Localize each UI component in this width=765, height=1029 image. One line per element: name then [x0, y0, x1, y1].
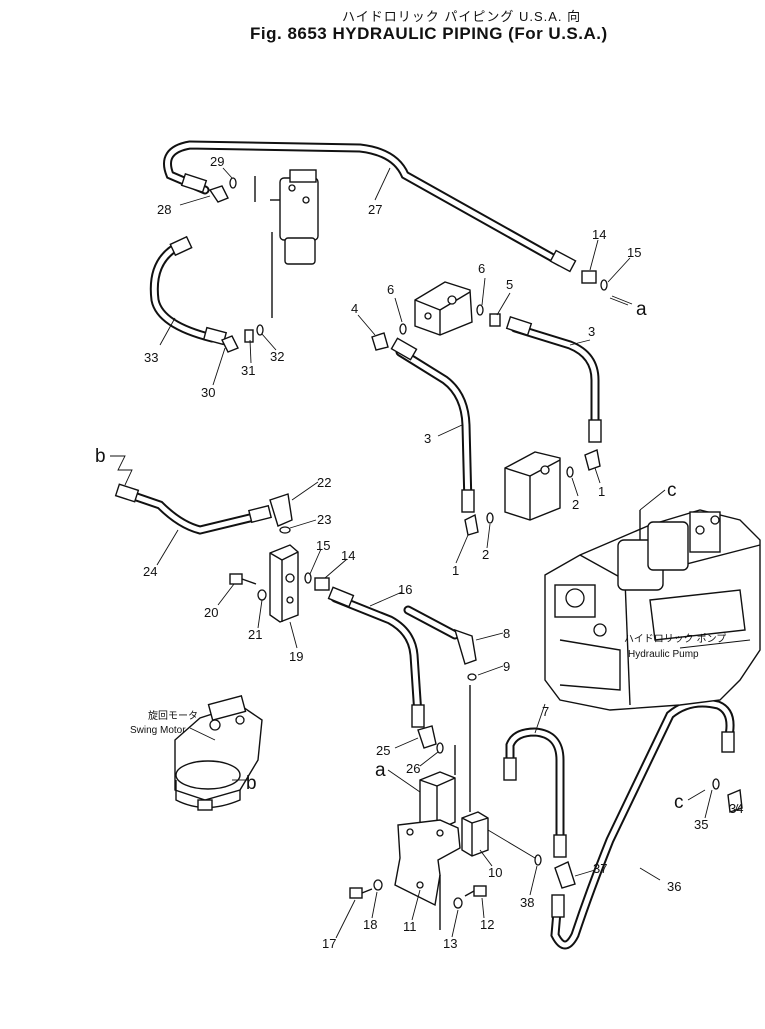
part-number: 4	[351, 301, 358, 316]
part-number: 19	[289, 649, 303, 664]
connection-letter: b	[95, 446, 106, 467]
part-number: 20	[204, 605, 218, 620]
hydraulic-pump-label-jp: ハイドロリック ポンプ	[624, 633, 726, 645]
part-number: 25	[376, 743, 390, 758]
valve-block-right	[504, 451, 561, 521]
figure-title-japanese: ハイドロリック パイピング U.S.A. 向	[342, 9, 582, 24]
pipe-16	[330, 593, 423, 720]
hydraulic-pump	[544, 509, 761, 711]
part-number: 9	[503, 659, 510, 674]
connection-letter: a	[375, 760, 386, 781]
part-number: 3	[424, 431, 431, 446]
part-number: 17	[322, 936, 336, 951]
swing-motor-label-jp: 旋回モータ	[148, 709, 198, 722]
part-number: 10	[488, 865, 502, 880]
part-number: 33	[144, 350, 158, 365]
part-number: 18	[363, 917, 377, 932]
part-number: 11	[403, 919, 417, 934]
pipe-3-upper	[510, 323, 600, 435]
figure-title: Fig. 8653 HYDRAULIC PIPING (For U.S.A.)	[250, 24, 608, 43]
pipe-33	[149, 240, 217, 343]
part-number: 12	[480, 917, 494, 932]
part-number: 2	[572, 497, 579, 512]
part-number: 13	[443, 936, 457, 951]
bracket-11	[394, 819, 461, 930]
part-number: 6	[478, 261, 485, 276]
part-number: 28	[157, 202, 171, 217]
swing-motor	[174, 695, 263, 811]
part-number: 1	[598, 484, 605, 499]
part-number: 5	[506, 277, 513, 292]
part-number: 22	[317, 475, 331, 490]
part-number: 35	[694, 817, 708, 832]
part-number: 37	[593, 861, 607, 876]
part-number: 38	[520, 895, 534, 910]
part-number: 34	[729, 801, 743, 816]
pipe-36	[550, 698, 735, 950]
connection-letter: a	[636, 299, 647, 320]
part-number: 3	[588, 324, 595, 339]
block-19	[269, 544, 299, 623]
part-number: 29	[210, 154, 224, 169]
part-number: 27	[368, 202, 382, 217]
pipe-8-tube	[403, 605, 460, 640]
part-number: 36	[667, 879, 681, 894]
leader-lines	[110, 167, 751, 939]
pipe-27	[163, 140, 565, 267]
part-number: 15	[627, 245, 641, 260]
upper-valve-body	[254, 169, 319, 318]
part-number: 15	[316, 538, 330, 553]
connection-letter: c	[667, 480, 677, 501]
part-number: 2	[482, 547, 489, 562]
block-10	[461, 685, 489, 857]
connection-letter: c	[674, 792, 684, 813]
hose-end-fittings	[114, 173, 735, 918]
part-number: 1	[452, 563, 459, 578]
part-number: 24	[143, 564, 157, 579]
connection-letters: a a b b c c	[95, 299, 684, 813]
part-number: 8	[503, 626, 510, 641]
hydraulic-pump-label: Hydraulic Pump	[628, 649, 699, 660]
part-number: 31	[241, 363, 255, 378]
part-number: 23	[317, 512, 331, 527]
part-number: 6	[387, 282, 394, 297]
part-number: 14	[341, 548, 355, 563]
valve-block-26	[419, 745, 456, 831]
part-number: 26	[406, 761, 420, 776]
center-valve-body	[414, 281, 473, 336]
pipe-3-lower	[395, 347, 473, 510]
part-number: 30	[201, 385, 215, 400]
part-number: 32	[270, 349, 284, 364]
part-number: 21	[248, 627, 262, 642]
small-fittings	[208, 177, 743, 909]
pipe-7	[505, 727, 565, 850]
part-number-callouts: 1 1 2 2 3 3 4 5 6 6 7 8 9 10 11 12 13 14…	[143, 154, 743, 951]
swing-motor-label: Swing Motor	[130, 725, 186, 736]
connection-letter: b	[246, 773, 257, 794]
pipe-24	[120, 488, 267, 535]
part-number: 14	[592, 227, 606, 242]
part-number: 7	[542, 704, 549, 719]
part-number: 16	[398, 582, 412, 597]
component-labels: ハイドロリック ポンプ Hydraulic Pump 旋回モータ Swing M…	[130, 633, 726, 736]
